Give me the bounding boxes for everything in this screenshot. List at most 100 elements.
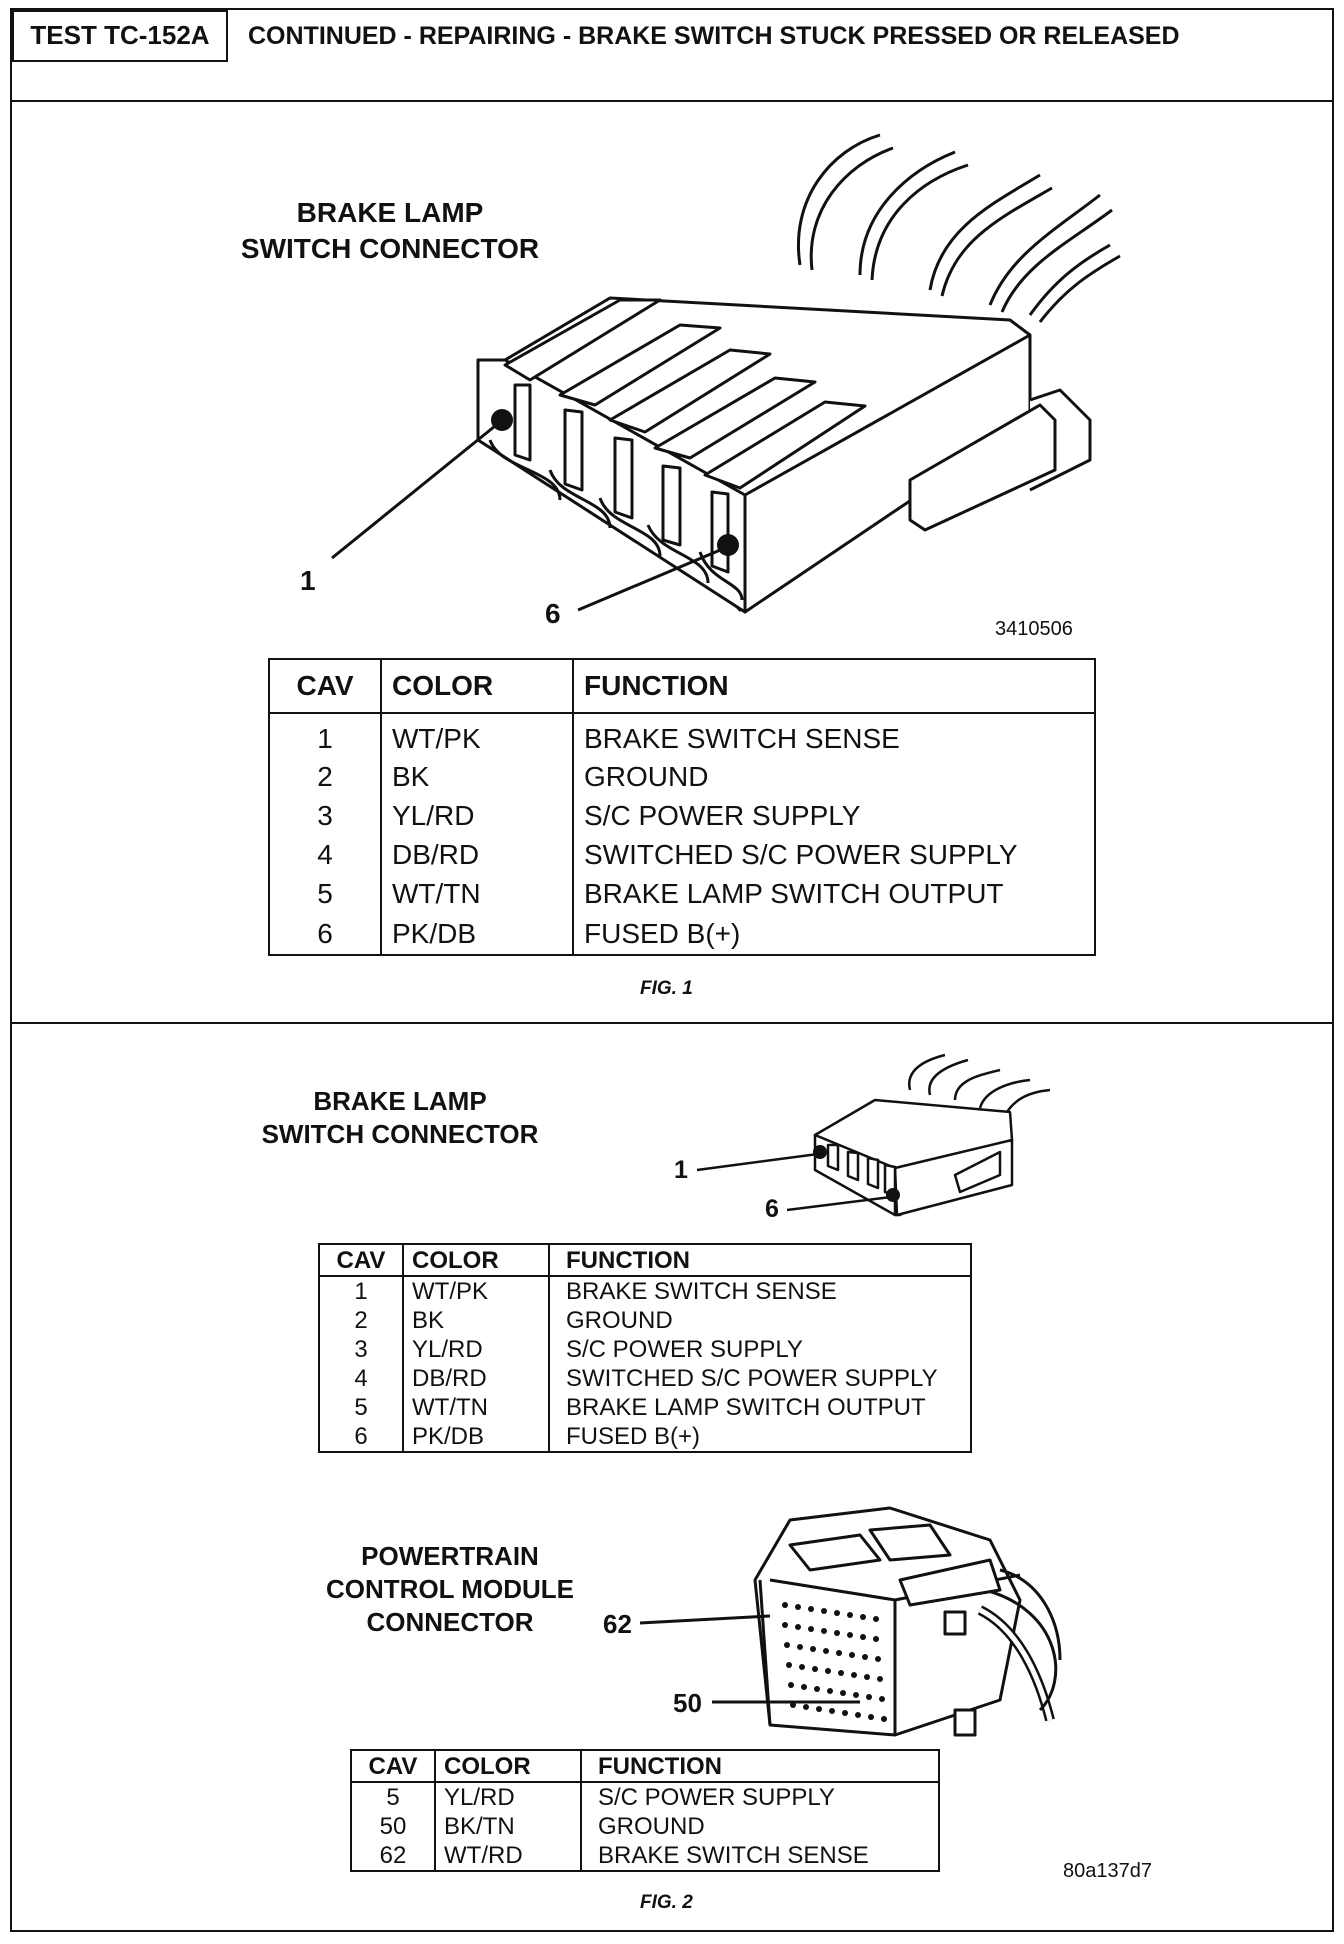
cav-cell: 50 <box>351 1812 436 1841</box>
section-divider <box>10 1022 1334 1024</box>
fig2-pcm-label-line2: CONTROL MODULE <box>326 1574 574 1604</box>
fig2-switch-label-line2: SWITCH CONNECTOR <box>261 1119 539 1149</box>
small-callout-1-leader <box>696 1152 819 1172</box>
function-cell: BRAKE SWITCH SENSE <box>598 1842 869 1869</box>
cav-cell: 6 <box>269 913 382 955</box>
test-id-box: TEST TC-152A <box>12 10 228 62</box>
function-cell: BRAKE LAMP SWITCH OUTPUT <box>584 877 1004 909</box>
callout-6-leader <box>577 546 726 612</box>
function-cell: GROUND <box>584 760 709 792</box>
small-cavity-1-dot <box>813 1145 827 1159</box>
function-cell: S/C POWER SUPPLY <box>598 1784 835 1811</box>
fig2-pcm-connector-label: POWERTRAIN CONTROL MODULE CONNECTOR <box>290 1540 610 1639</box>
color-cell: BK <box>403 1306 550 1335</box>
fig1-caption: FIG. 1 <box>640 978 693 999</box>
color-cell: WT/TN <box>403 1393 550 1422</box>
cav-cell: 5 <box>351 1782 436 1812</box>
color-cell: WT/PK <box>403 1276 550 1306</box>
cav-cell: 2 <box>319 1306 404 1335</box>
function-cell: FUSED B(+) <box>584 917 741 949</box>
fig1-callout-6: 6 <box>545 598 561 629</box>
function-cell: BRAKE SWITCH SENSE <box>566 1278 837 1305</box>
fig1-image-code: 3410506 <box>995 618 1073 640</box>
cav-cell: 1 <box>269 713 382 757</box>
cav-cell: 62 <box>351 1841 436 1871</box>
col-function-header: FUNCTION <box>573 659 1095 714</box>
fig2-pcm-label-line3: CONNECTOR <box>366 1607 534 1637</box>
color-cell: YL/RD <box>381 796 574 835</box>
fig2-callout-62: 62 <box>603 1609 632 1639</box>
color-cell: DB/RD <box>381 835 574 874</box>
fig1-connector-label-line1: BRAKE LAMP <box>296 197 484 228</box>
cav-cell: 4 <box>319 1364 404 1393</box>
col-function-header: FUNCTION <box>549 1244 971 1277</box>
page-frame <box>10 8 1334 1932</box>
color-cell: WT/TN <box>381 874 574 913</box>
function-cell: GROUND <box>566 1307 673 1334</box>
cav-cell: 6 <box>319 1422 404 1452</box>
small-callout-6-leader <box>786 1195 892 1212</box>
cav-cell: 3 <box>269 796 382 835</box>
col-cav-header: CAV <box>269 659 382 714</box>
col-cav-header: CAV <box>319 1244 404 1277</box>
fig2-switch-connector-label: BRAKE LAMP SWITCH CONNECTOR <box>230 1085 570 1151</box>
cav-cell: 3 <box>319 1335 404 1364</box>
function-cell: BRAKE LAMP SWITCH OUTPUT <box>566 1394 926 1421</box>
col-color-header: COLOR <box>381 659 574 714</box>
color-cell: YL/RD <box>435 1782 582 1812</box>
small-brake-switch-connector-drawing <box>813 1053 1051 1217</box>
callout-1-leader <box>331 420 501 560</box>
function-cell: GROUND <box>598 1813 705 1840</box>
function-cell: BRAKE SWITCH SENSE <box>584 722 900 754</box>
color-cell: PK/DB <box>381 913 574 955</box>
col-cav-header: CAV <box>351 1750 436 1783</box>
fig2-callout-6: 6 <box>765 1195 779 1223</box>
cav-cell: 2 <box>269 757 382 796</box>
col-color-header: COLOR <box>435 1750 582 1783</box>
fig2-callout-50: 50 <box>673 1688 702 1718</box>
cav-cell: 1 <box>319 1276 404 1306</box>
col-color-header: COLOR <box>403 1244 550 1277</box>
color-cell: WT/PK <box>381 713 574 757</box>
col-function-header: FUNCTION <box>581 1750 939 1783</box>
fig1-connector-label-line2: SWITCH CONNECTOR <box>240 233 540 264</box>
cav-cell: 5 <box>319 1393 404 1422</box>
color-cell: BK <box>381 757 574 796</box>
table-header-row: CAV COLOR FUNCTION <box>269 659 1095 714</box>
pcm-pin-grid <box>782 1602 887 1722</box>
function-cell: SWITCHED S/C POWER SUPPLY <box>566 1365 938 1392</box>
function-cell: SWITCHED S/C POWER SUPPLY <box>584 838 1018 870</box>
function-cell: S/C POWER SUPPLY <box>566 1336 803 1363</box>
fig2-callout-1: 1 <box>674 1156 688 1184</box>
cav-cell: 4 <box>269 835 382 874</box>
brake-switch-connector-drawing <box>476 133 1121 614</box>
function-cell: FUSED B(+) <box>566 1423 701 1450</box>
small-cavity-6-dot <box>886 1188 900 1202</box>
table-header-row: CAV COLOR FUNCTION <box>319 1244 971 1277</box>
cavity-6-dot <box>717 534 739 556</box>
function-cell: S/C POWER SUPPLY <box>584 799 861 831</box>
fig2-caption: FIG. 2 <box>640 1892 693 1913</box>
color-cell: DB/RD <box>403 1364 550 1393</box>
callout-62-leader <box>639 1614 771 1625</box>
color-cell: WT/RD <box>435 1841 582 1871</box>
fig1-callout-1: 1 <box>300 565 316 596</box>
